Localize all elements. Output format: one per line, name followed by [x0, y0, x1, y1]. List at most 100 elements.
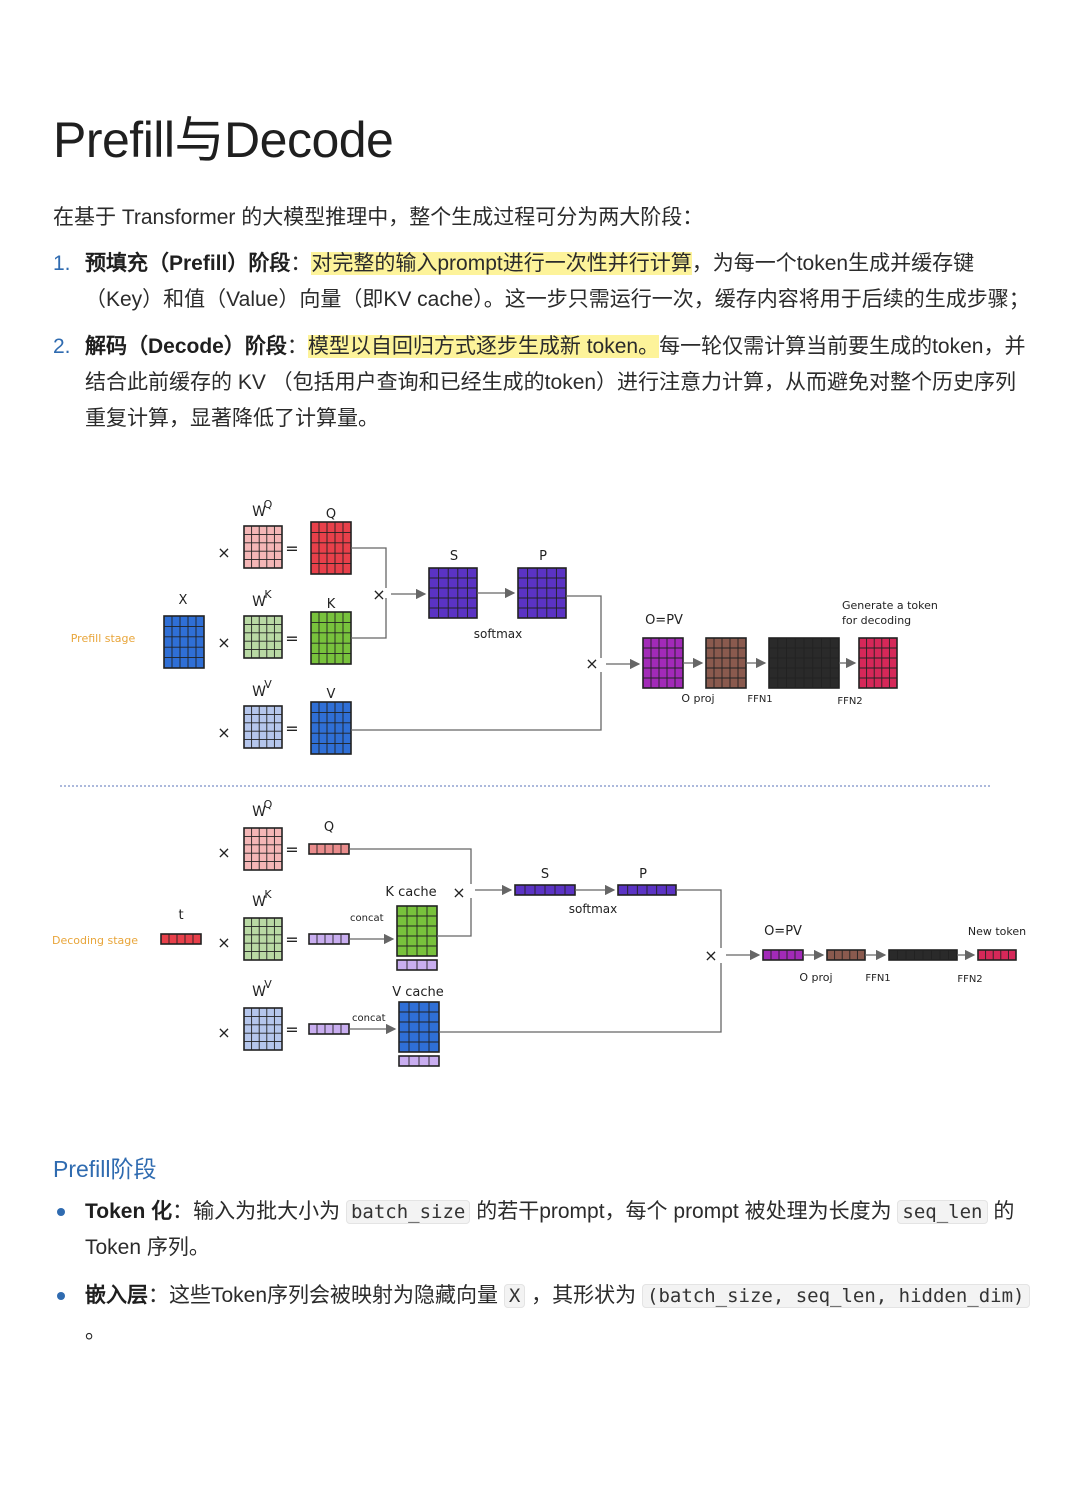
p-line	[566, 595, 602, 658]
oproj-matrix	[705, 637, 747, 689]
ffn1-label: FFN1	[747, 694, 772, 705]
decode-v-vector	[308, 1023, 350, 1035]
bullet-list: Token 化：输入为批大小为 batch_size 的若干prompt，每个 …	[53, 1194, 1033, 1362]
decoding-stage-label: Decoding stage	[52, 934, 138, 947]
t-vector-label: t	[178, 908, 183, 923]
list-number: 2.	[53, 335, 71, 358]
inline-code: (batch_size, seq_len, hidden_dim)	[642, 1284, 1030, 1308]
equals-sign: =	[285, 629, 298, 648]
equals-sign: =	[285, 840, 298, 859]
bullet-text: 。	[85, 1320, 106, 1343]
v-line	[351, 672, 602, 731]
concat-label: concat	[350, 913, 384, 924]
decode-p-label: P	[639, 867, 647, 882]
decode-q-vector	[308, 843, 350, 855]
bullet-tokenize: Token 化：输入为批大小为 batch_size 的若干prompt，每个 …	[53, 1194, 1033, 1266]
decode-o-label: O=PV	[764, 924, 802, 939]
s-matrix	[428, 567, 478, 619]
stage-list: 1. 预填充（Prefill）阶段：对完整的输入prompt进行一次性并行计算，…	[53, 246, 1033, 448]
wv-matrix	[243, 705, 283, 749]
ffn2-matrix	[858, 637, 898, 689]
bullet-text: 这些Token序列会被映射为隐藏向量	[169, 1284, 504, 1307]
t-vector	[160, 933, 202, 945]
inline-code: X	[503, 1284, 526, 1308]
decode-wq-label: W	[252, 804, 266, 820]
wv-label: W	[252, 684, 266, 700]
highlight-text: 对完整的输入prompt进行一次性并行计算	[311, 252, 692, 275]
softmax-label: softmax	[474, 627, 522, 641]
times-sign: ×	[217, 933, 230, 952]
decode-oproj-vector	[826, 949, 866, 961]
times-sign: ×	[704, 946, 717, 965]
intro-paragraph: 在基于 Transformer 的大模型推理中，整个生成过程可分为两大阶段：	[53, 206, 704, 229]
times-sign: ×	[372, 585, 385, 604]
inline-code: seq_len	[897, 1200, 988, 1224]
decode-ffn2-vector	[977, 949, 1017, 961]
bullet-text: ，其形状为	[525, 1284, 642, 1307]
wq-superscript: Q	[264, 498, 273, 511]
bullet-text: 的若干prompt，每个 prompt 被处理为长度为	[470, 1200, 898, 1223]
decode-k-vector	[308, 933, 350, 945]
wq-matrix	[243, 525, 283, 569]
wk-label: W	[252, 594, 266, 610]
bullet-title: Token 化	[85, 1200, 173, 1223]
decode-wq-matrix	[243, 827, 283, 871]
section-heading: Prefill阶段	[53, 1156, 157, 1182]
decode-wk-label: W	[252, 894, 266, 910]
decode-wq-superscript: Q	[264, 798, 273, 811]
oproj-label: O proj	[681, 692, 714, 705]
times-sign: ×	[217, 633, 230, 652]
wv-superscript: V	[264, 678, 272, 691]
bullet-text: 的 Token 序列。	[85, 1200, 1015, 1259]
highlight-text: 模型以自回归方式逐步生成新 token。	[307, 335, 660, 358]
decode-k-line	[437, 898, 472, 937]
p-matrix	[517, 567, 567, 619]
p-matrix-label: P	[539, 549, 547, 564]
bullet-text: 输入为批大小为	[193, 1200, 346, 1223]
colon: ：	[286, 335, 308, 358]
x-matrix-label: X	[179, 593, 188, 608]
q-line	[351, 547, 387, 588]
ffn2-label: FFN2	[837, 696, 862, 707]
bullet-dot	[57, 1292, 65, 1300]
decode-wk-matrix	[243, 917, 283, 961]
o-matrix-label: O=PV	[645, 613, 683, 628]
list-item-text: 每一轮仅需计算当前要生成的token，并结合此前缓存的 KV （包括用户查询和已…	[85, 335, 1026, 430]
bullet-dot	[57, 1208, 65, 1216]
bullet-title: 嵌入层	[85, 1284, 148, 1307]
equals-sign: =	[285, 1020, 298, 1039]
q-matrix	[310, 521, 352, 575]
v-matrix	[310, 701, 352, 755]
times-sign: ×	[217, 1023, 230, 1042]
list-item-title: 解码（Decode）阶段	[85, 335, 287, 358]
list-item-decode: 2. 解码（Decode）阶段：模型以自回归方式逐步生成新 token。每一轮仅…	[53, 329, 1033, 437]
list-item-prefill: 1. 预填充（Prefill）阶段：对完整的输入prompt进行一次性并行计算，…	[53, 246, 1033, 318]
v-matrix-label: V	[327, 687, 336, 702]
o-matrix	[642, 637, 684, 689]
decode-q-label: Q	[324, 820, 334, 835]
decode-o-vector	[762, 949, 804, 961]
list-item-text: ，为每一个token生成并缓存键（Key）和值（Value）向量（即KV cac…	[85, 252, 1030, 311]
bullet-embedding: 嵌入层：这些Token序列会被映射为隐藏向量 X ，其形状为 (batch_si…	[53, 1278, 1033, 1350]
times-sign: ×	[217, 543, 230, 562]
k-cache-label: K cache	[385, 885, 436, 900]
page-title: Prefill与Decode	[53, 112, 394, 168]
decode-wv-superscript: V	[264, 978, 272, 991]
decode-oproj-label: O proj	[799, 971, 832, 984]
wq-label: W	[252, 504, 266, 520]
colon: ：	[172, 1200, 194, 1223]
times-sign: ×	[217, 723, 230, 742]
equals-sign: =	[285, 539, 298, 558]
k-line	[351, 598, 387, 639]
generate-label: Generate a token	[842, 599, 938, 612]
decode-wv-matrix	[243, 1007, 283, 1051]
k-matrix	[310, 611, 352, 665]
x-matrix	[163, 615, 205, 669]
colon: ：	[290, 252, 312, 275]
concat-label: concat	[352, 1013, 386, 1024]
equals-sign: =	[285, 719, 298, 738]
list-number: 1.	[53, 252, 71, 275]
decode-ffn2-label: FFN2	[957, 974, 982, 985]
prefill-stage-label: Prefill stage	[71, 632, 136, 645]
